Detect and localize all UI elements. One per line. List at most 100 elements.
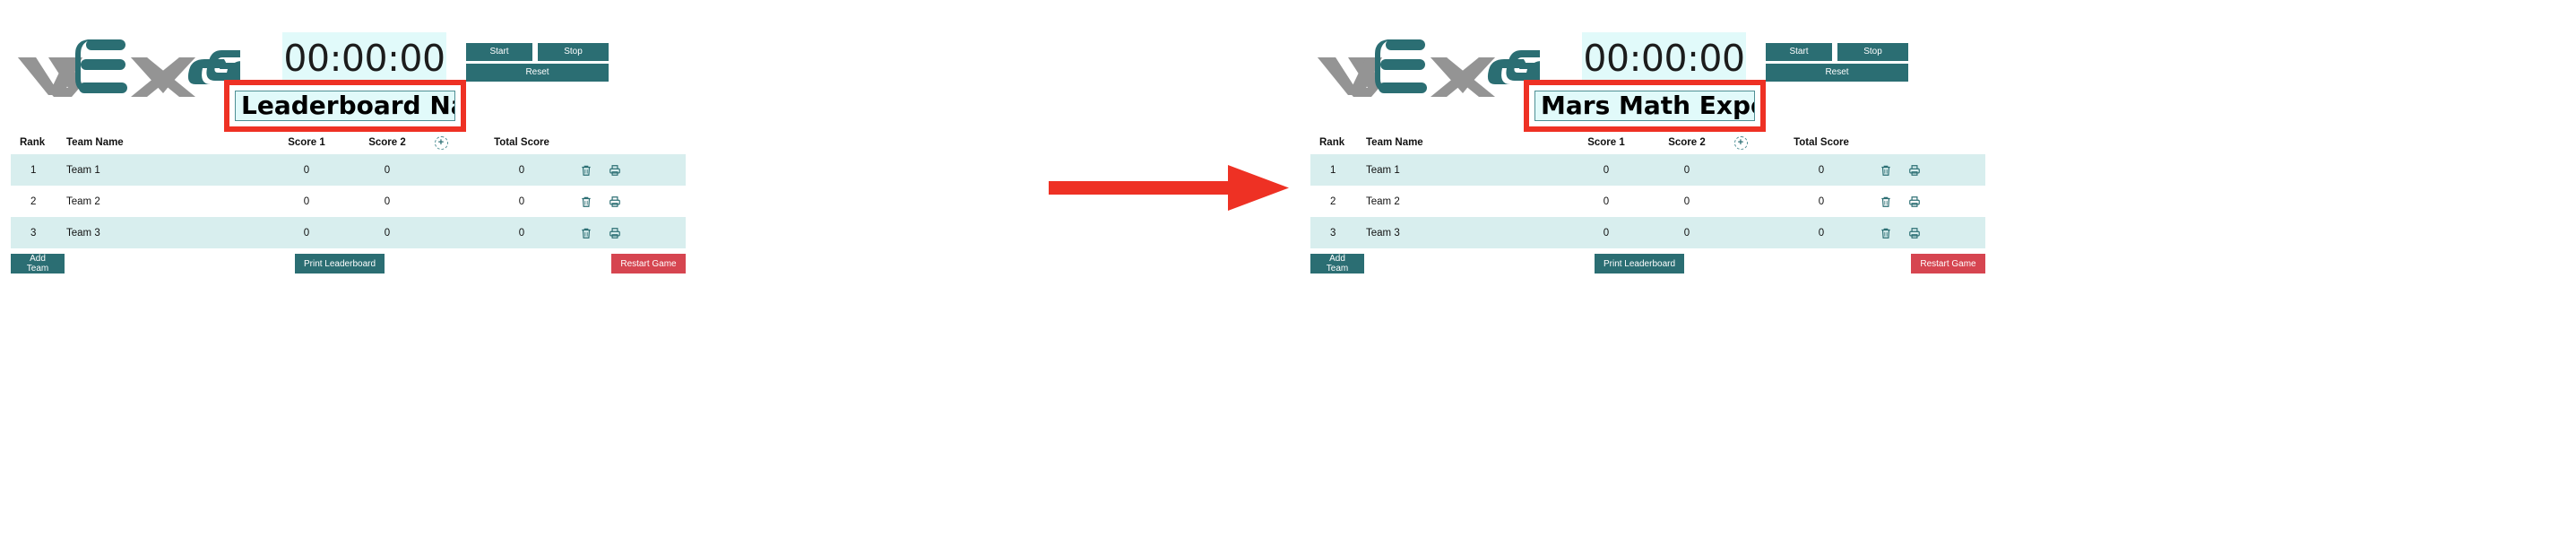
reset-button[interactable]: Reset	[1766, 64, 1908, 82]
leaderboard-name-input[interactable]: Mars Math Expedition	[1534, 91, 1755, 121]
table-footer-actions: Add Team Print Leaderboard Restart Game	[11, 254, 686, 277]
restart-game-button[interactable]: Restart Game	[1911, 254, 1985, 274]
cell-total-score: 0	[1818, 164, 1825, 176]
trash-icon[interactable]	[1880, 164, 1892, 177]
stop-button[interactable]: Stop	[1837, 43, 1908, 61]
cell-team-name[interactable]: Team 2	[66, 195, 100, 207]
row-actions	[580, 186, 652, 217]
timer-value: 00:00:00	[1583, 36, 1745, 80]
print-icon[interactable]	[609, 164, 621, 177]
trash-icon[interactable]	[580, 227, 592, 239]
panel-header-before: 00:00:00 Start Stop Reset	[0, 16, 1288, 115]
table-row: 2 Team 2 0 0 0	[11, 186, 686, 217]
header-rank: Rank	[20, 137, 46, 148]
leaderboard-name-highlight: Leaderboard Nam	[224, 80, 466, 132]
cell-score-1[interactable]: 0	[303, 227, 310, 239]
stop-button[interactable]: Stop	[538, 43, 609, 61]
timer-display: 00:00:00	[1582, 32, 1746, 83]
table-row: 3 Team 3 0 0 0	[11, 217, 686, 248]
cell-score-2[interactable]: 0	[384, 227, 391, 239]
cell-team-name[interactable]: Team 1	[1366, 164, 1400, 176]
panel-header-after: 00:00:00 Start Stop Reset	[1300, 16, 2576, 115]
row-actions	[1880, 186, 1951, 217]
leaderboard-table: Rank Team Name Score 1 Score 2 + Total S…	[11, 131, 686, 248]
header-score-2: Score 2	[1668, 137, 1706, 148]
cell-rank: 3	[1330, 227, 1336, 239]
header-total-score: Total Score	[494, 137, 549, 148]
header-rank: Rank	[1319, 137, 1345, 148]
vex-go-logo	[16, 36, 240, 99]
cell-team-name[interactable]: Team 1	[66, 164, 100, 176]
leaderboard-name-value: Mars Math Expedition	[1541, 91, 1754, 120]
header-score-2: Score 2	[368, 137, 406, 148]
plus-icon[interactable]: +	[1733, 135, 1748, 150]
cell-team-name[interactable]: Team 3	[66, 227, 100, 239]
cell-rank: 1	[1330, 164, 1336, 176]
add-column-cell: +	[1730, 131, 1751, 154]
cell-rank: 2	[1330, 195, 1336, 207]
cell-score-2[interactable]: 0	[384, 164, 391, 176]
table-row: 2 Team 2 0 0 0	[1310, 186, 1985, 217]
timer-controls: Start Stop Reset	[1766, 43, 1908, 88]
header-score-1: Score 1	[288, 137, 325, 148]
cell-score-2[interactable]: 0	[1683, 227, 1690, 239]
cell-score-2[interactable]: 0	[1683, 195, 1690, 207]
table-row: 1 Team 1 0 0 0	[1310, 154, 1985, 186]
trash-icon[interactable]	[580, 195, 592, 208]
start-button[interactable]: Start	[1766, 43, 1832, 61]
print-icon[interactable]	[1908, 195, 1921, 208]
leaderboard-name-input[interactable]: Leaderboard Nam	[235, 91, 455, 121]
red-right-arrow	[1049, 163, 1291, 213]
leaderboard-name-value: Leaderboard Nam	[241, 91, 454, 120]
cell-score-1[interactable]: 0	[1603, 195, 1610, 207]
cell-total-score: 0	[1818, 195, 1825, 207]
table-row: 3 Team 3 0 0 0	[1310, 217, 1985, 248]
table-row: 1 Team 1 0 0 0	[11, 154, 686, 186]
print-icon[interactable]	[1908, 227, 1921, 239]
header-team-name: Team Name	[66, 137, 124, 148]
start-button[interactable]: Start	[466, 43, 532, 61]
row-actions	[580, 217, 652, 248]
row-actions	[580, 154, 652, 186]
trash-icon[interactable]	[1880, 227, 1892, 239]
cell-score-1[interactable]: 0	[303, 164, 310, 176]
reset-button[interactable]: Reset	[466, 64, 609, 82]
header-score-1: Score 1	[1587, 137, 1625, 148]
plus-icon[interactable]: +	[434, 135, 448, 150]
cell-total-score: 0	[518, 195, 525, 207]
cell-rank: 1	[30, 164, 37, 176]
table-header-row: Rank Team Name Score 1 Score 2 + Total S…	[1310, 131, 1985, 154]
header-team-name: Team Name	[1366, 137, 1423, 148]
row-actions	[1880, 217, 1951, 248]
timer-value: 00:00:00	[283, 36, 445, 80]
print-icon[interactable]	[609, 227, 621, 239]
cell-rank: 3	[30, 227, 37, 239]
restart-game-button[interactable]: Restart Game	[611, 254, 686, 274]
print-leaderboard-button[interactable]: Print Leaderboard	[1595, 254, 1684, 274]
cell-total-score: 0	[1818, 227, 1825, 239]
vex-go-logo	[1316, 36, 1540, 99]
print-icon[interactable]	[1908, 164, 1921, 177]
table-header-row: Rank Team Name Score 1 Score 2 + Total S…	[11, 131, 686, 154]
cell-score-1[interactable]: 0	[303, 195, 310, 207]
trash-icon[interactable]	[1880, 195, 1892, 208]
print-leaderboard-button[interactable]: Print Leaderboard	[295, 254, 385, 274]
add-team-button[interactable]: Add Team	[11, 254, 65, 274]
leaderboard-panel-after: 00:00:00 Start Stop Reset Mars Math Expe…	[1300, 0, 2576, 547]
print-icon[interactable]	[609, 195, 621, 208]
add-column-cell: +	[430, 131, 452, 154]
cell-team-name[interactable]: Team 2	[1366, 195, 1400, 207]
cell-team-name[interactable]: Team 3	[1366, 227, 1400, 239]
leaderboard-table: Rank Team Name Score 1 Score 2 + Total S…	[1310, 131, 1985, 248]
cell-score-2[interactable]: 0	[384, 195, 391, 207]
cell-total-score: 0	[518, 227, 525, 239]
trash-icon[interactable]	[580, 164, 592, 177]
add-team-button[interactable]: Add Team	[1310, 254, 1364, 274]
leaderboard-panel-before: 00:00:00 Start Stop Reset Leaderboard Na…	[0, 16, 1288, 277]
timer-display: 00:00:00	[282, 32, 446, 83]
cell-score-1[interactable]: 0	[1603, 227, 1610, 239]
leaderboard-name-highlight: Mars Math Expedition	[1524, 80, 1766, 132]
cell-score-2[interactable]: 0	[1683, 164, 1690, 176]
cell-score-1[interactable]: 0	[1603, 164, 1610, 176]
cell-total-score: 0	[518, 164, 525, 176]
